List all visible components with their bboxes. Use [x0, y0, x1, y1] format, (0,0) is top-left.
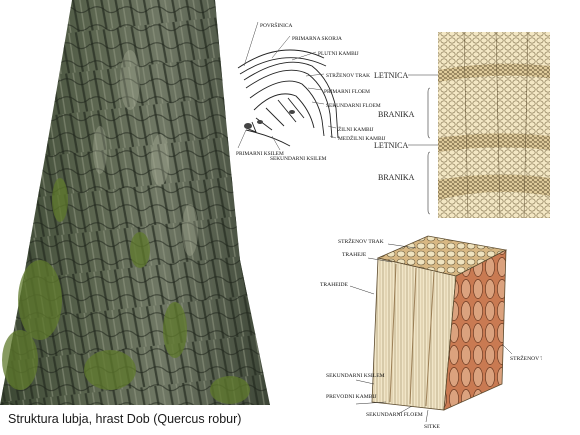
oak-bark-photo [0, 0, 270, 405]
label-primarna-skorja: PRIMARNA SKORJA [292, 36, 342, 42]
label-povrsinica: POVRŠINICA [260, 21, 292, 29]
label-medzilni-kambij: MEDŽILNI KAMBIJ [338, 134, 385, 142]
label-letnica-mid: LETNICA [374, 141, 408, 150]
label-plutni-kambij: PLUTNI KAMBIJ [318, 51, 359, 57]
label-traheide: TRAHEIDE [320, 282, 349, 288]
figure-caption: Struktura lubja, hrast Dob (Quercus robu… [8, 412, 242, 426]
label-letnica-top: LETNICA [374, 71, 408, 80]
label-branika-top: BRANIKA [378, 110, 415, 119]
label-block-sekundarni-ksilem: SEKUNDARNI KSILEM [326, 373, 385, 379]
label-block-strzenov-trak-top: STRŽENOV TRAK [338, 237, 384, 245]
label-block-strzenov-trak-right: STRŽENOV TRAK [510, 354, 542, 362]
growth-rings-diagram: LETNICA BRANIKA LETNICA BRANIKA [374, 31, 550, 219]
label-zilni-kambij: ŽILNI KAMBIJ [338, 125, 373, 133]
label-primarni-ksilem: PRIMARNI KSILEM [236, 151, 284, 157]
label-strzenov-trak: STRŽENOV TRAK [326, 71, 370, 79]
label-traheje: TRAHEJE [342, 252, 367, 258]
label-branika-bottom: BRANIKA [378, 173, 415, 182]
wood-block-diagram: STRŽENOV TRAK TRAHEJE TRAHEIDE STRŽENOV … [320, 235, 542, 430]
label-block-sekundarni-floem: SEKUNDARNI FLOEM [366, 412, 423, 418]
label-primarni-floem: PRIMARNI FLOEM [324, 89, 370, 95]
label-sitke: SITKE [424, 424, 440, 430]
label-sekundarni-ksilem: SEKUNDARNI KSILEM [270, 156, 327, 162]
label-prevodni-kambij: PREVODNI KAMBIJ [326, 394, 377, 400]
stem-cross-section-diagram: POVRŠINICA PRIMARNA SKORJA PLUTNI KAMBIJ… [236, 21, 385, 162]
label-sekundarni-floem: SEKUNDARNI FLOEM [326, 103, 381, 109]
